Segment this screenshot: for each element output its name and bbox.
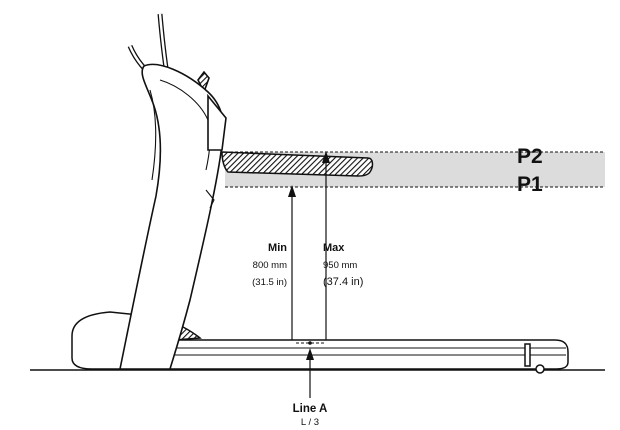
max-mm: 950 mm [323, 260, 357, 271]
p2-label: P2 [517, 145, 543, 168]
min-mm: 800 mm [253, 260, 287, 271]
max-title: Max [323, 242, 345, 254]
max-arrow [322, 151, 330, 340]
treadmill-upright [119, 13, 227, 370]
max-inches: (37.4 in) [323, 276, 363, 288]
min-title: Min [268, 242, 287, 254]
min-arrow [288, 185, 296, 340]
line-a-arrow [306, 348, 314, 398]
handrail [221, 151, 374, 177]
line-a-title: Line A [293, 403, 328, 415]
p1-label: P1 [517, 173, 543, 196]
min-inches: (31.5 in) [252, 277, 287, 288]
line-a-sub: L / 3 [301, 417, 319, 428]
line-a-point [308, 341, 312, 345]
